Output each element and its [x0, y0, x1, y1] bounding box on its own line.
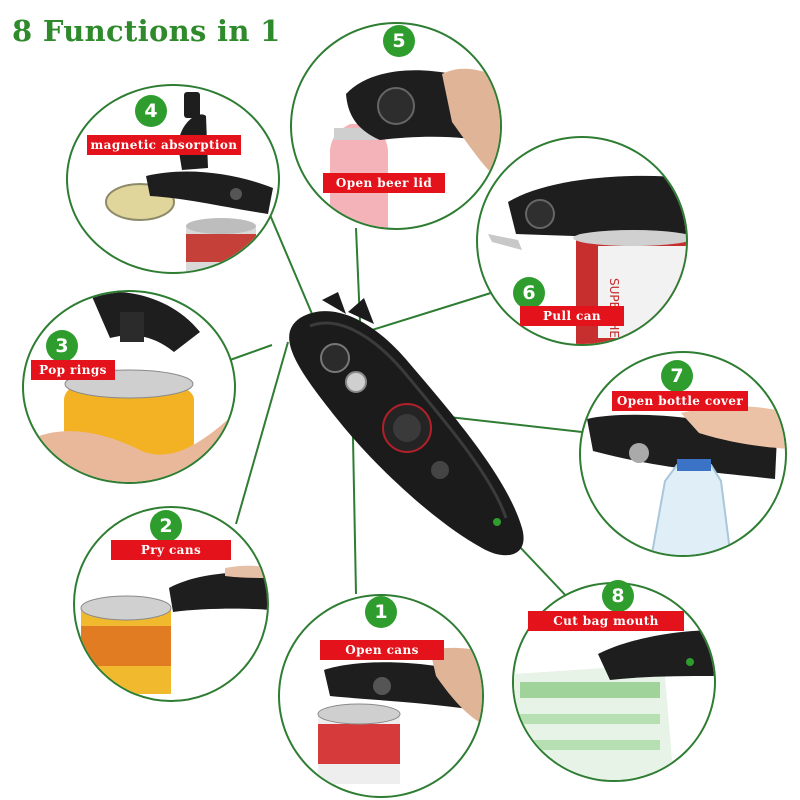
- function-label-7: Open bottle cover: [612, 391, 748, 411]
- function-number-5: 5: [383, 25, 415, 57]
- function-circle-4: [66, 84, 280, 274]
- function-label-6: Pull can: [520, 306, 624, 326]
- function-circle-1: [278, 594, 484, 798]
- function-number-8: 8: [602, 580, 634, 612]
- function-number-6: 6: [513, 277, 545, 309]
- function-label-4: magnetic absorption: [87, 135, 241, 155]
- function-number-3: 3: [46, 330, 78, 362]
- function-label-1: Open cans: [320, 640, 444, 660]
- function-label-3: Pop rings: [31, 360, 115, 380]
- function-label-8: Cut bag mouth: [528, 611, 684, 631]
- function-label-2: Pry cans: [111, 540, 231, 560]
- page-title: 8 Functions in 1: [12, 14, 281, 48]
- function-number-2: 2: [150, 510, 182, 542]
- pop-rings-illustration: [24, 292, 234, 482]
- pull-can-illustration: SUPER HEAVY: [488, 175, 686, 344]
- function-number-7: 7: [661, 360, 693, 392]
- function-label-5: Open beer lid: [323, 173, 445, 193]
- open-cans-illustration: [317, 647, 482, 784]
- function-circle-3: [22, 290, 236, 484]
- function-circle-5: [290, 22, 502, 230]
- function-number-4: 4: [135, 95, 167, 127]
- function-number-1: 1: [365, 596, 397, 628]
- open-bottle-cover-illustration: [587, 406, 785, 555]
- can-opener-tool: [289, 292, 524, 556]
- cut-bag-mouth-illustration: [514, 630, 714, 780]
- magnetic-absorption-illustration: [105, 92, 273, 272]
